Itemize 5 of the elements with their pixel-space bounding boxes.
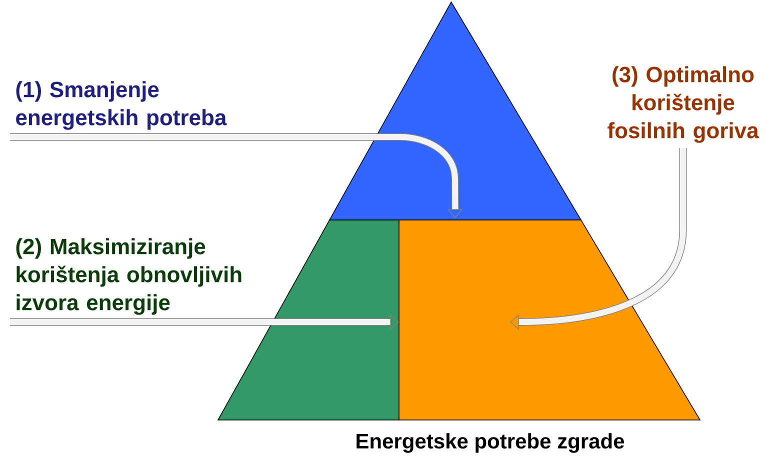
caption: Energetske potrebe zgrade	[356, 433, 624, 453]
text-label: (2) Maksimiziranje korištenja obnovljivih izvora energije	[16, 238, 242, 315]
pyramid-section	[398, 220, 701, 420]
text-label: (3) Optimalno korištenje fosilnih goriva	[608, 66, 759, 143]
text-label: (1) Smanjenje energetskih potreba	[16, 81, 227, 130]
